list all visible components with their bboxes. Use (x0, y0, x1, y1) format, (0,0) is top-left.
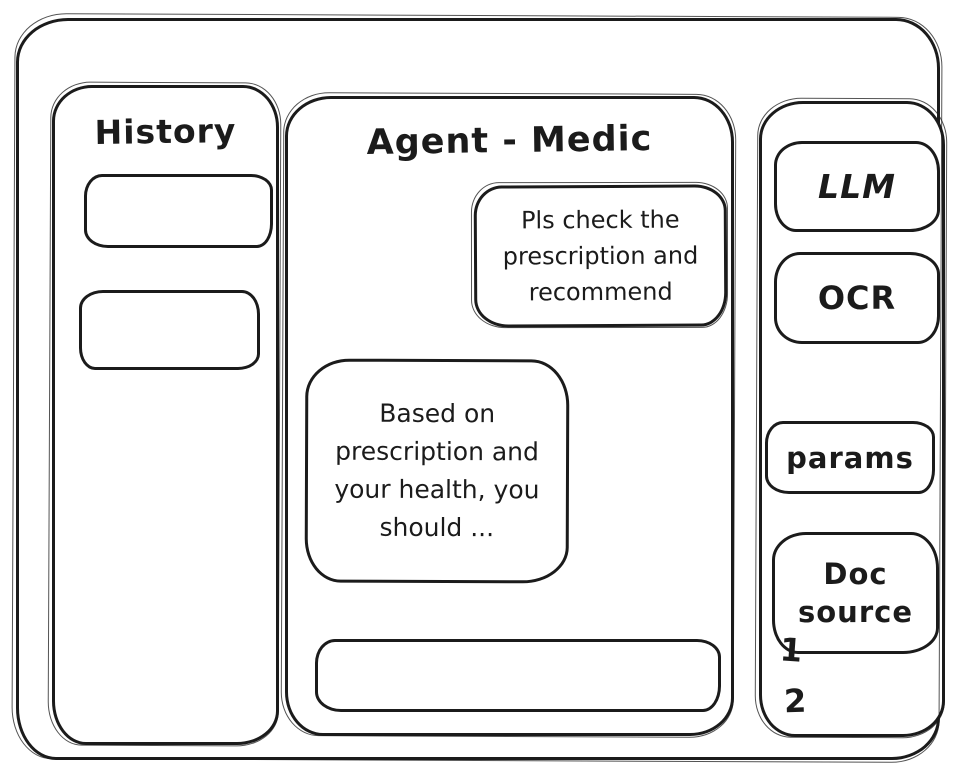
user-message-text: Pls check the prescription and recommend (502, 205, 699, 307)
params-button[interactable]: params (765, 421, 935, 494)
assistant-message-bubble: Based on prescription and your health, y… (304, 358, 570, 584)
ocr-button[interactable]: OCR (774, 252, 940, 344)
doc-source-item-1[interactable]: 1 (778, 630, 804, 670)
history-panel: History (52, 85, 279, 745)
assistant-message-text: Based on prescription and your health, y… (334, 398, 540, 543)
history-title: History (94, 111, 237, 152)
history-item[interactable] (84, 174, 273, 248)
chat-title: Agent - Medic (366, 119, 653, 163)
doc-source-item-2[interactable]: 2 (783, 681, 807, 721)
app-frame: History Agent - Medic Pls check the pres… (16, 18, 945, 760)
chat-panel: Agent - Medic Pls check the prescription… (285, 96, 734, 736)
user-message-bubble: Pls check the prescription and recommend (473, 184, 728, 328)
llm-button[interactable]: LLM (774, 141, 940, 232)
chat-input[interactable] (315, 639, 721, 712)
doc-source-button[interactable]: Doc source (772, 532, 939, 654)
history-item[interactable] (79, 290, 260, 370)
tools-panel: LLM OCR params Doc source 1 2 (759, 101, 945, 737)
